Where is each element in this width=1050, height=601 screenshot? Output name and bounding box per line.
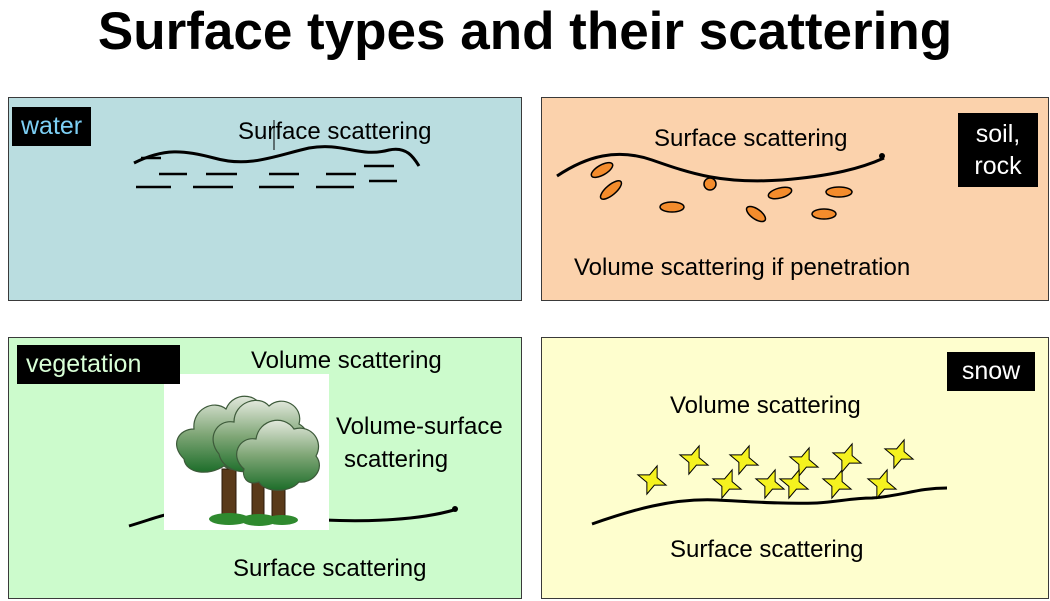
snow-crystal-icon: [754, 468, 786, 500]
water-surface-label: Surface scattering: [238, 118, 432, 145]
snow-crystal-icon: [778, 468, 810, 500]
snow-crystal-icon: [831, 442, 863, 474]
soil-volume-label: Volume scattering if penetration: [574, 254, 911, 281]
soil-particles: [590, 161, 853, 223]
snow-surface-label: Surface scattering: [670, 536, 864, 563]
water-surface-line: [133, 145, 421, 167]
soil-tag-line1: soil,: [975, 120, 1021, 148]
snow-crystals: [636, 438, 915, 500]
soil-panel: soil, rock Surface scattering Volume sca…: [541, 97, 1049, 301]
snow-crystal-icon: [711, 468, 743, 500]
snow-crystal-icon: [728, 444, 760, 476]
vegetation-volume-label: Volume scattering: [251, 347, 442, 374]
soil-line-end: [879, 153, 885, 159]
snow-crystal-icon: [821, 468, 853, 500]
vegetation-volume-surface-label-line1: Volume-surface: [336, 413, 503, 440]
vegetation-line-end: [452, 506, 458, 512]
water-illustration: [9, 98, 521, 300]
water-dashes: [136, 156, 397, 189]
soil-tag: soil, rock: [958, 113, 1038, 187]
snow-crystal-icon: [678, 444, 710, 476]
vegetation-volume-surface-label-line2: scattering: [344, 446, 449, 473]
snow-crystal-icon: [866, 468, 898, 500]
soil-surface-label: Surface scattering: [654, 125, 848, 152]
soil-surface-line: [556, 152, 885, 183]
snow-volume-label: Volume scattering: [670, 392, 861, 419]
trees-image-frame: [164, 374, 329, 530]
vegetation-surface-label: Surface scattering: [233, 555, 427, 582]
tree-grass: [209, 513, 298, 526]
soil-tag-line2: rock: [974, 152, 1022, 180]
water-tag: water: [12, 107, 92, 146]
vegetation-tag: vegetation: [17, 345, 180, 384]
page-title: Surface types and their scattering: [97, 2, 953, 61]
trees-icon: [176, 395, 320, 526]
snow-surface-line: [591, 486, 948, 526]
water-background: [9, 98, 521, 300]
snow-tag: snow: [947, 352, 1035, 391]
snow-crystal-icon: [883, 438, 915, 470]
snow-crystal-icon: [636, 464, 668, 496]
tree-crowns: [176, 395, 320, 491]
vegetation-panel: vegetation Volume scattering Volume-surf…: [8, 337, 522, 599]
snow-panel: snow Volume scattering Surface scatterin…: [541, 337, 1049, 599]
water-panel: water Surface scattering: [8, 97, 522, 301]
